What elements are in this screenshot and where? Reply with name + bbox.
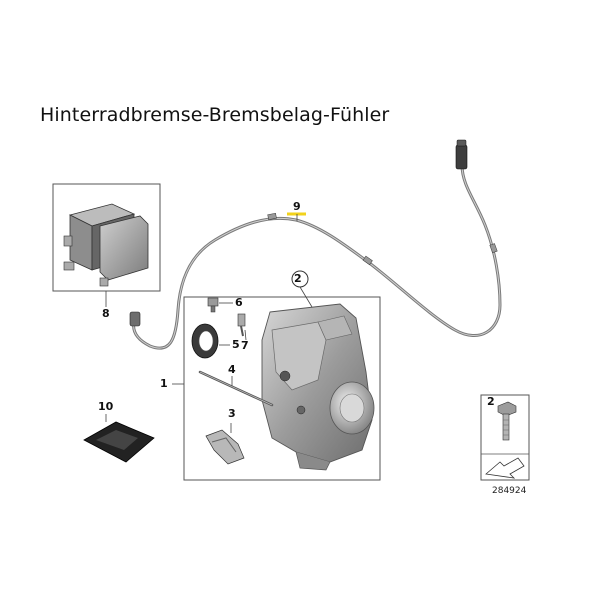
brake-caliper-icon [261, 303, 375, 471]
callout-label-2: 2 [294, 272, 302, 285]
spring-clip-icon [205, 429, 245, 465]
callout-label-1: 1 [160, 377, 168, 390]
arrow-icon [485, 457, 525, 479]
callout-line-7 [244, 329, 247, 341]
guide-pin-icon [198, 370, 274, 407]
callout-label-4: 4 [228, 363, 236, 376]
callout-label-2-bolt: 2 [487, 395, 495, 408]
guide-bolt-icon [237, 313, 246, 337]
seal-ring-icon [191, 323, 219, 359]
callout-label-10: 10 [98, 400, 114, 413]
brake-pad-icon [63, 203, 149, 287]
caliper-bolt-icon [497, 401, 517, 441]
diagram-title: Hinterradbremse-Bremsbelag-Fühler [40, 104, 390, 126]
callout-label-6: 6 [235, 296, 243, 309]
callout-label-9: 9 [293, 200, 301, 213]
callout-line-2 [299, 286, 313, 308]
callout-label-5: 5 [232, 338, 240, 351]
grease-packet-icon [83, 421, 155, 463]
callout-label-7: 7 [241, 339, 249, 352]
sensor-connector [455, 144, 468, 170]
sensor-probe [129, 311, 141, 327]
callout-label-8: 8 [102, 307, 110, 320]
bleed-valve-icon [207, 297, 219, 313]
callout-label-3: 3 [228, 407, 236, 420]
catalog-number: 284924 [492, 486, 527, 496]
